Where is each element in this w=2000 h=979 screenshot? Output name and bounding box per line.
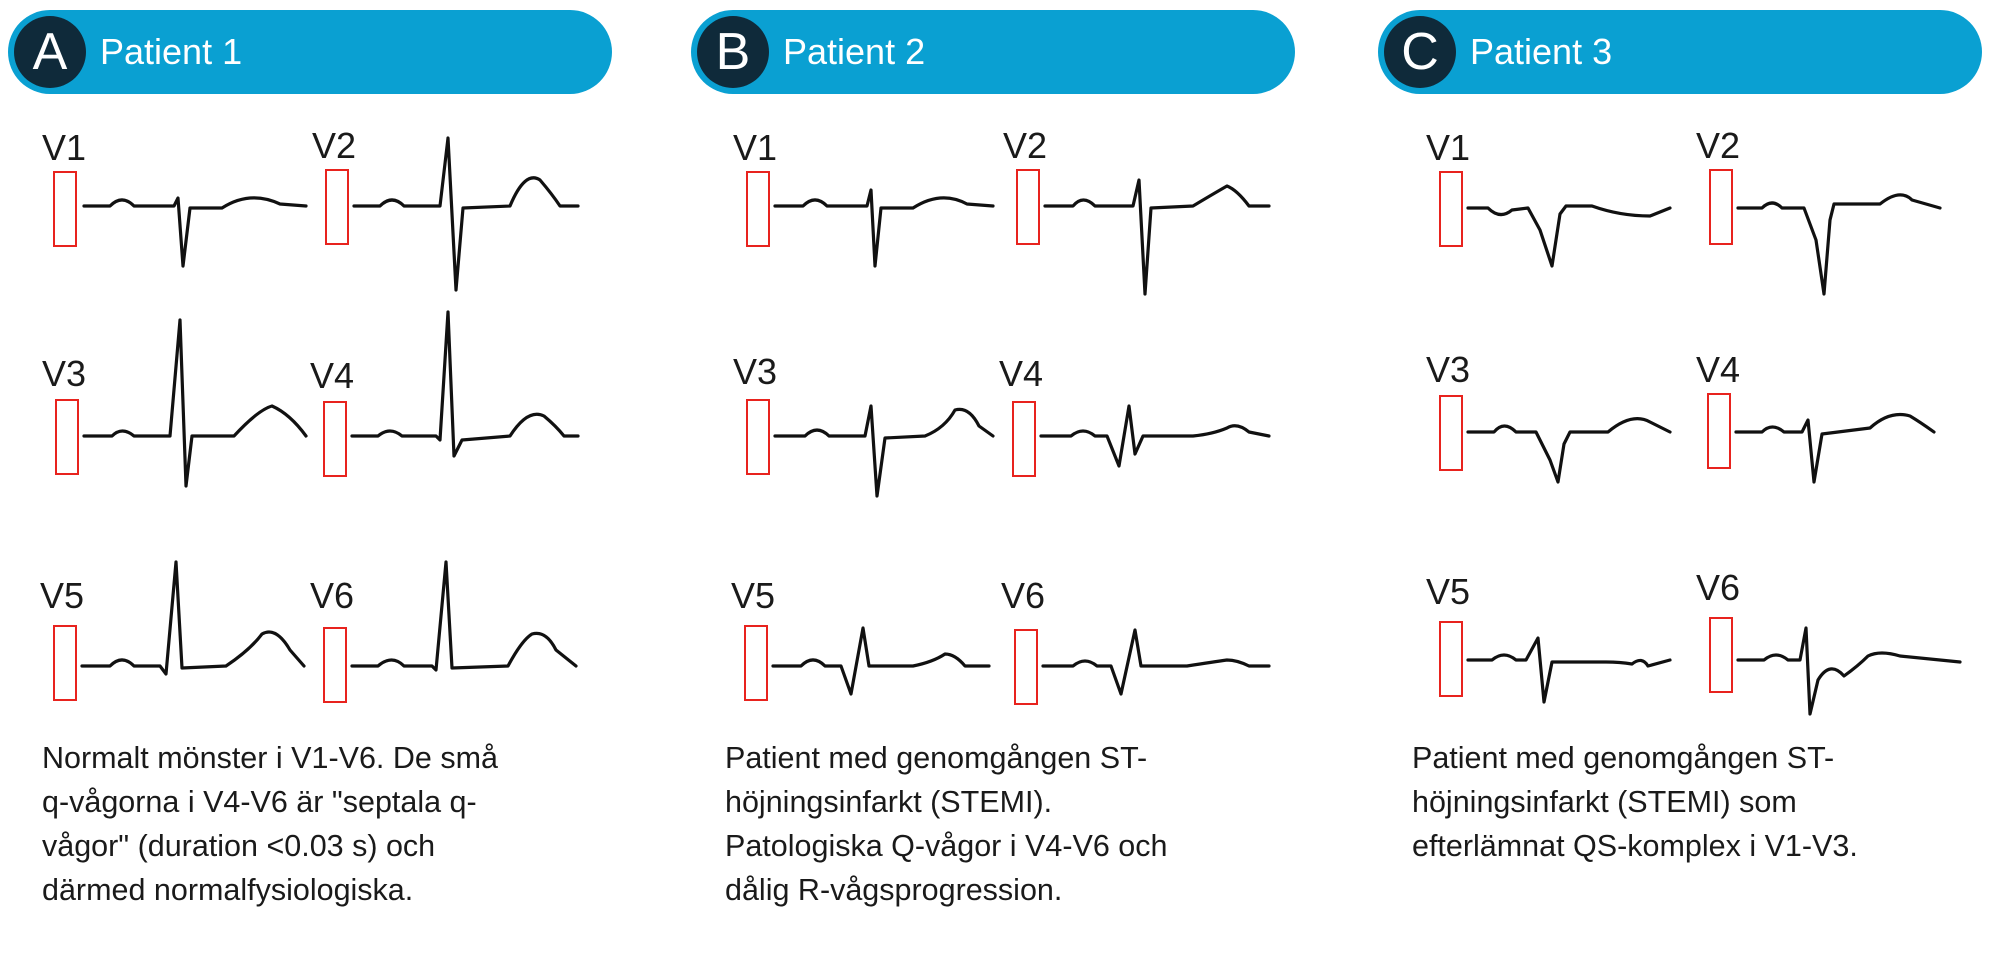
panel-letter-badge: A	[14, 16, 86, 88]
ecg-trace-v1	[773, 188, 995, 268]
lead-label-v2: V2	[1696, 125, 1740, 166]
panel-letter-badge: B	[697, 16, 769, 88]
ecg-trace-v6	[1041, 628, 1271, 696]
calibration-pulse	[746, 399, 770, 475]
panel-title: Patient 2	[783, 31, 926, 72]
calibration-pulse	[325, 169, 349, 245]
calibration-pulse	[1012, 401, 1036, 477]
ecg-trace-v2	[1736, 193, 1942, 296]
lead-label-v4: V4	[999, 353, 1043, 394]
calibration-pulse	[744, 625, 768, 701]
lead-label-v1: V1	[42, 127, 86, 168]
ecg-trace-v2	[1043, 178, 1271, 296]
ecg-trace-v5	[771, 626, 991, 696]
panel-header: B Patient 2	[691, 10, 1295, 94]
lead-label-v5: V5	[40, 575, 84, 616]
ecg-trace-v3	[773, 404, 995, 498]
panel-title: Patient 1	[100, 31, 243, 72]
calibration-pulse	[55, 399, 79, 475]
ecg-trace-v4	[1734, 412, 1936, 484]
panel-caption: Patient med genomgången ST- höjningsinfa…	[1412, 741, 1858, 863]
calibration-pulse	[1439, 621, 1463, 697]
ecg-trace-v6	[1736, 626, 1962, 716]
ecg-trace-v2	[352, 136, 580, 292]
ecg-trace-v1	[82, 196, 308, 268]
calibration-pulse	[323, 627, 347, 703]
lead-label-v1: V1	[1426, 127, 1470, 168]
lead-label-v3: V3	[733, 351, 777, 392]
calibration-pulse	[1439, 171, 1463, 247]
ecg-trace-v6	[350, 560, 578, 672]
panel-header: C Patient 3	[1378, 10, 1982, 94]
ecg-trace-v4	[350, 310, 580, 458]
calibration-pulse	[1709, 617, 1733, 693]
lead-label-v2: V2	[312, 125, 356, 166]
panel-patient-1: A Patient 1 V1 V2 V3 V4 V5 V6 Normalt mö…	[0, 0, 620, 979]
lead-label-v5: V5	[731, 575, 775, 616]
ecg-leads-patient-1: V1 V2 V3 V4 V5 V6	[40, 125, 580, 703]
panel-caption: Patient med genomgången ST- höjningsinfa…	[725, 741, 1168, 907]
lead-label-v4: V4	[1696, 349, 1740, 390]
ecg-leads-patient-2: V1 V2 V3 V4 V5 V6	[731, 125, 1271, 705]
panel-patient-2: B Patient 2 V1 V2 V3 V4 V5 V6 Patient me…	[683, 0, 1303, 979]
panel-title: Patient 3	[1470, 31, 1613, 72]
lead-label-v2: V2	[1003, 125, 1047, 166]
lead-label-v3: V3	[42, 353, 86, 394]
calibration-pulse	[1439, 395, 1463, 471]
lead-label-v5: V5	[1426, 571, 1470, 612]
lead-label-v4: V4	[310, 355, 354, 396]
lead-label-v6: V6	[1001, 575, 1045, 616]
ecg-trace-v1	[1466, 204, 1672, 268]
lead-label-v1: V1	[733, 127, 777, 168]
panel-header: A Patient 1	[8, 10, 612, 94]
ecg-trace-v3	[1466, 417, 1672, 484]
ecg-leads-patient-3: V1 V2 V3 V4 V5 V6	[1426, 125, 1962, 716]
lead-label-v6: V6	[1696, 567, 1740, 608]
lead-label-v3: V3	[1426, 349, 1470, 390]
panel-caption: Normalt mönster i V1-V6. De små q-vågorn…	[42, 741, 498, 907]
ecg-trace-v3	[82, 318, 308, 488]
ecg-trace-v4	[1039, 404, 1271, 468]
calibration-pulse	[1014, 629, 1038, 705]
lead-label-v6: V6	[310, 575, 354, 616]
calibration-pulse	[1709, 169, 1733, 245]
calibration-pulse	[53, 171, 77, 247]
panel-patient-3: C Patient 3 V1 V2 V3 V4 V5 V6 Patient me…	[1370, 0, 1990, 979]
calibration-pulse	[53, 625, 77, 701]
ecg-trace-v5	[80, 560, 306, 676]
calibration-pulse	[323, 401, 347, 477]
calibration-pulse	[746, 171, 770, 247]
calibration-pulse	[1707, 393, 1731, 469]
panel-letter-badge: C	[1384, 16, 1456, 88]
ecg-trace-v5	[1466, 636, 1672, 704]
calibration-pulse	[1016, 169, 1040, 245]
